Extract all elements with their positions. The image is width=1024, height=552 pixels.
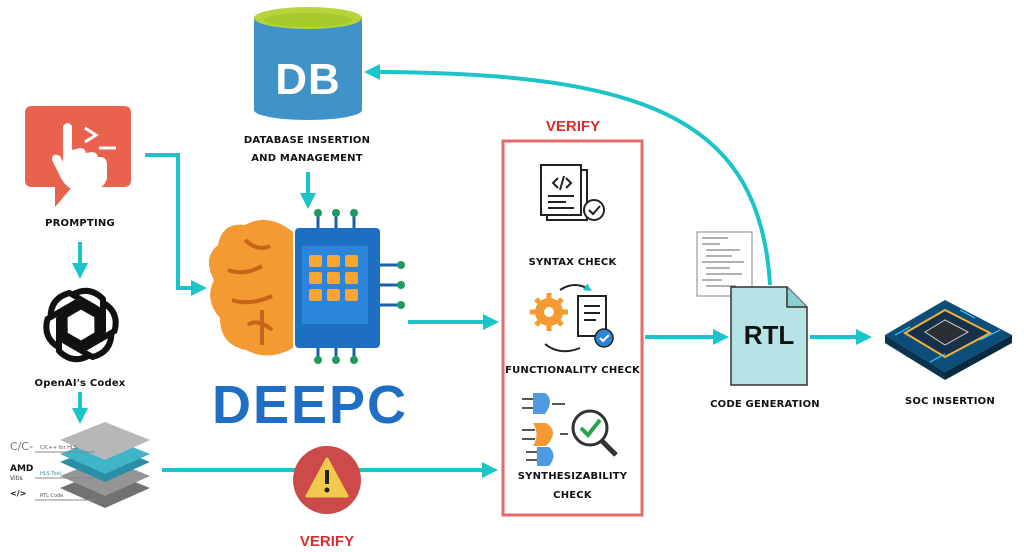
arrow-rtl-to-db bbox=[364, 64, 772, 286]
prompting-label: PROMPTING bbox=[45, 218, 115, 229]
hls-tool-label: HLS Tool bbox=[40, 471, 62, 477]
soc-label: SOC INSERTION bbox=[905, 396, 995, 407]
verify-box bbox=[501, 139, 644, 517]
synthesizability-check-icon bbox=[522, 393, 618, 466]
rtl-text: RTL bbox=[743, 320, 795, 350]
prompting-icon bbox=[25, 106, 131, 207]
hls-cpp-label: C/C++ for HLS bbox=[40, 445, 77, 451]
rtl-code-snippet-image bbox=[696, 231, 753, 297]
codex-label: OpenAI's Codex bbox=[34, 378, 126, 389]
db-label-line2: AND MANAGEMENT bbox=[251, 153, 363, 164]
database-icon bbox=[254, 7, 362, 120]
syntax-check-icon bbox=[540, 164, 605, 221]
bottom-verify-title: VERIFY bbox=[299, 533, 355, 550]
hls-rtl-label: RTL Code bbox=[40, 493, 64, 499]
db-text: DB bbox=[275, 55, 341, 104]
functionality-check-icon bbox=[530, 283, 614, 353]
synthesizability-check-label-line1: SYNTHESIZABILITY bbox=[517, 471, 628, 482]
deepc-brain-chip-icon bbox=[208, 209, 405, 364]
verify-box-title: VERIFY bbox=[545, 118, 601, 135]
synthesizability-check-label-line2: CHECK bbox=[553, 490, 592, 501]
hls-cpp-prefix: C/C- bbox=[10, 440, 34, 453]
hls-amd-brand: AMD bbox=[10, 464, 34, 474]
hls-layer-stack bbox=[35, 422, 150, 508]
functionality-check-label: FUNCTIONALITY CHECK bbox=[505, 365, 640, 376]
arrow-prompt-to-deepc bbox=[145, 153, 207, 296]
warning-icon bbox=[293, 446, 361, 514]
soc-chip-icon bbox=[885, 300, 1012, 380]
deepc-title: DEEPC bbox=[211, 375, 409, 435]
hls-amd-sub: Vitis bbox=[10, 475, 23, 482]
openai-logo-icon bbox=[43, 287, 119, 363]
db-label-line1: DATABASE INSERTION bbox=[243, 135, 371, 146]
rtl-document-icon bbox=[730, 286, 808, 386]
syntax-check-label: SYNTAX CHECK bbox=[528, 257, 617, 268]
rtl-label: CODE GENERATION bbox=[710, 399, 820, 410]
hls-code-icon: </> bbox=[10, 489, 27, 498]
